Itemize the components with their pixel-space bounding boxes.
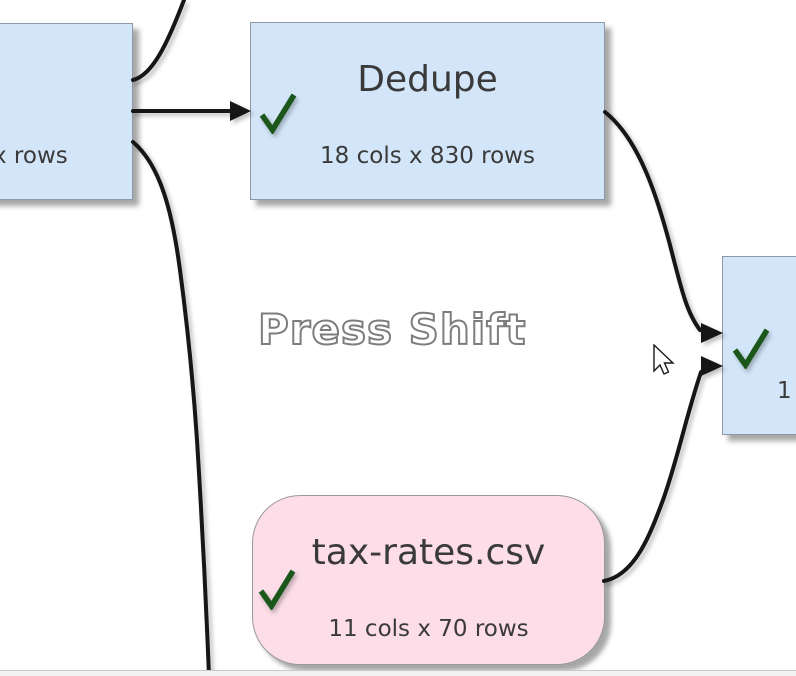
arrowhead-icon: [701, 323, 723, 343]
node-right-partial[interactable]: 1: [722, 256, 796, 435]
node-subtitle: 18 cols x 830 rows: [320, 143, 535, 169]
arrowhead-icon: [230, 101, 251, 121]
edge-taxrates-to-right-node[interactable]: [602, 356, 723, 583]
node-subtitle: 11 cols x 70 rows: [328, 616, 529, 642]
edge-left-node-to-dedupe[interactable]: [131, 101, 251, 121]
node-title: tax-rates.csv: [311, 532, 546, 573]
node-dedupe[interactable]: Dedupe 18 cols x 830 rows: [250, 22, 605, 200]
window-edge-strip: [0, 670, 796, 676]
arrowhead-icon: [701, 356, 723, 376]
node-left-partial[interactable]: x rows: [0, 23, 133, 200]
success-checkmark-icon: [259, 93, 297, 134]
press-shift-watermark: Press Shift: [257, 304, 527, 355]
node-tax-rates-csv[interactable]: tax-rates.csv 11 cols x 70 rows: [252, 495, 605, 665]
edge-left-node-to-bottom[interactable]: [131, 140, 211, 676]
node-title: Dedupe: [357, 59, 498, 100]
edge-left-node-to-top[interactable]: [131, 0, 186, 82]
mouse-cursor-icon: [653, 344, 675, 375]
node-subtitle: 1: [777, 378, 792, 404]
success-checkmark-icon: [732, 328, 770, 369]
node-subtitle: x rows: [0, 143, 68, 169]
edge-dedupe-to-right-node[interactable]: [603, 110, 723, 343]
success-checkmark-icon: [258, 569, 296, 610]
